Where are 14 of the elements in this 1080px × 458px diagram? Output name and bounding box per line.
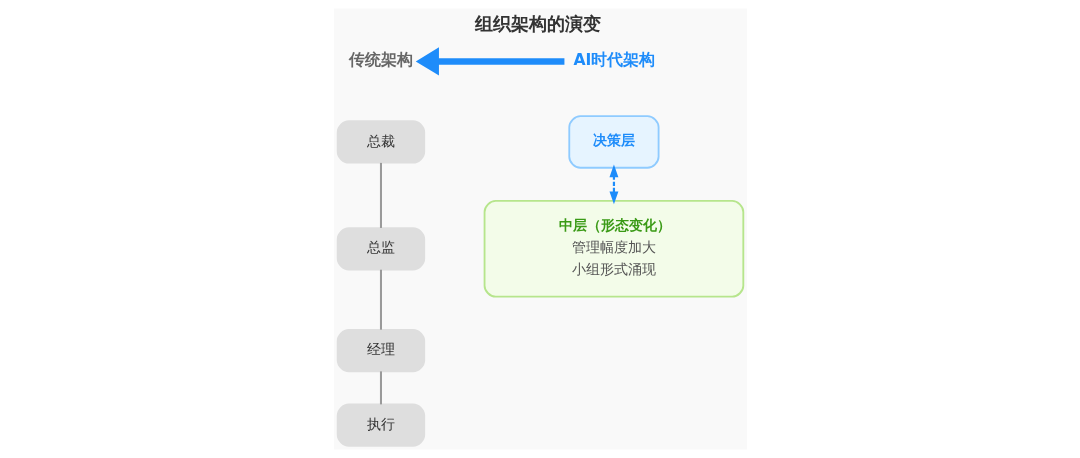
node-box: 决策层 (567, 115, 659, 169)
node-box: 经理 (336, 328, 425, 373)
node-box: 中层（形态变化） 管理幅度加大 小组形式涌现 (483, 200, 744, 298)
connector (379, 371, 382, 405)
connector (379, 269, 382, 330)
node-box: 总裁 (336, 120, 425, 164)
arrow (415, 47, 564, 76)
node-box: 总监 (336, 227, 425, 271)
node-box: 执行 (336, 403, 425, 447)
diagram-title: 组织架构的演变 (474, 12, 601, 34)
node-text: AI时代架构 (572, 49, 655, 69)
node-text: 传统架构 (348, 49, 413, 69)
arrow (609, 164, 618, 205)
connector (379, 162, 382, 228)
